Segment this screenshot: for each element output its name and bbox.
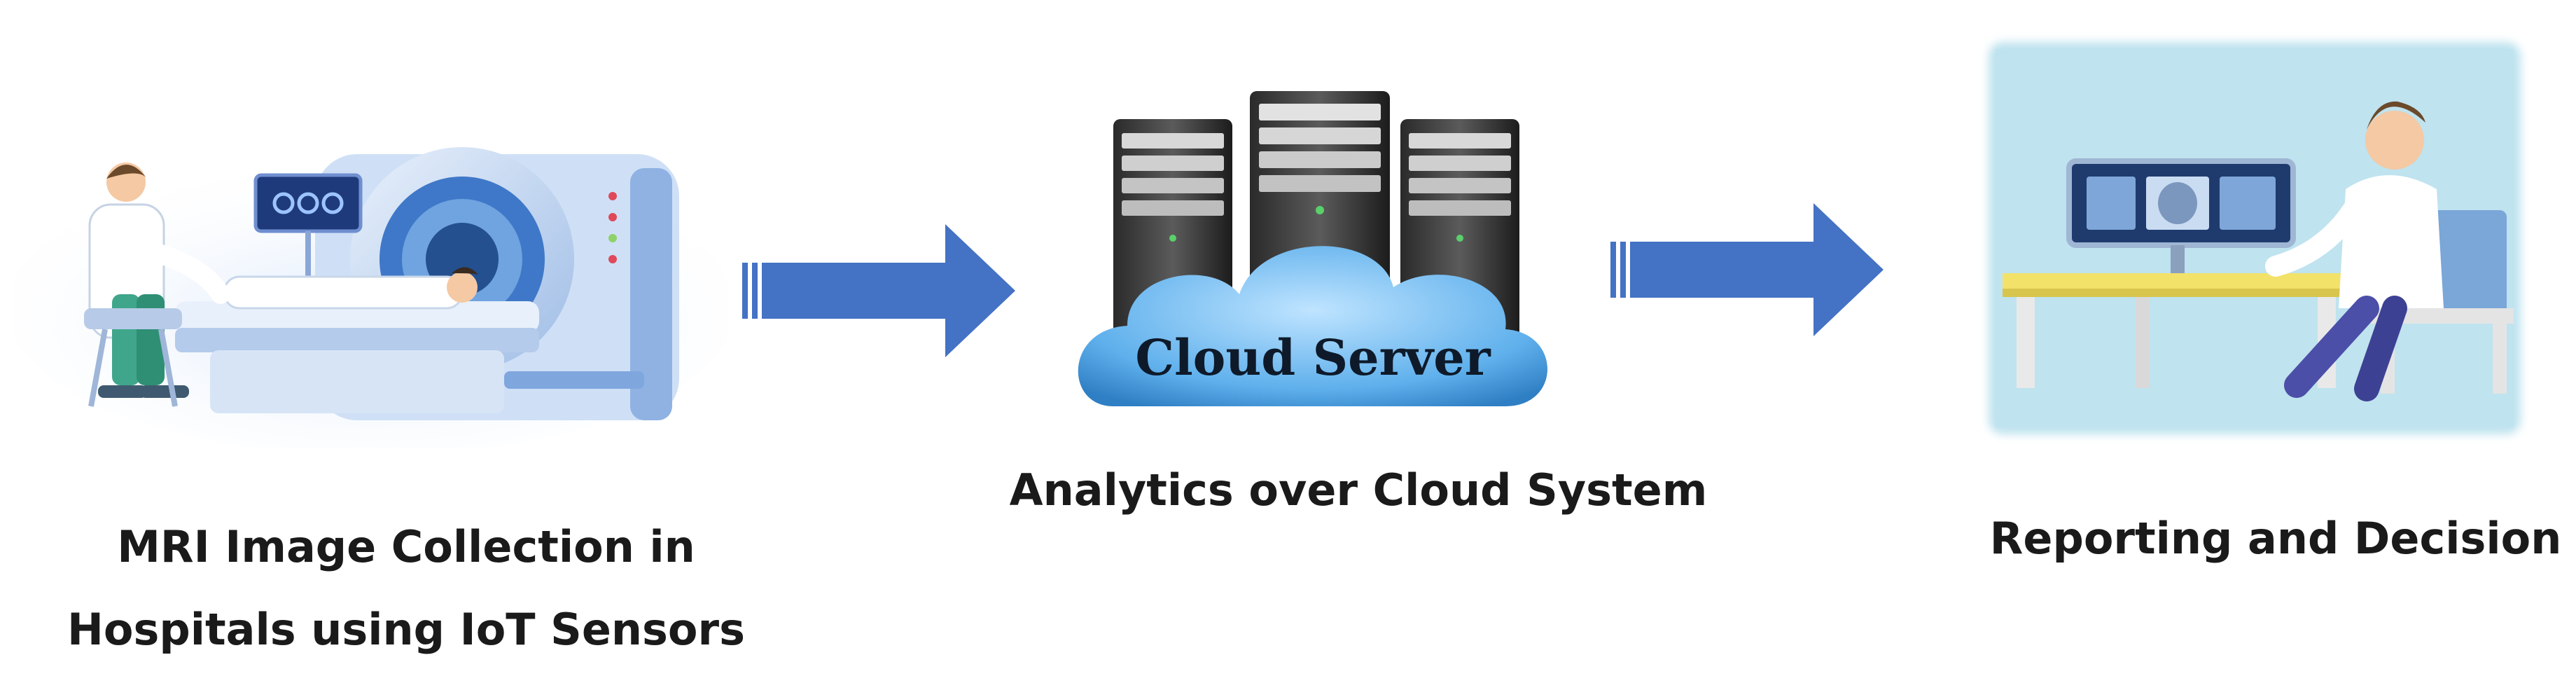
caption-line: Reporting and Decision (1989, 513, 2562, 564)
right-arrow-icon (1610, 203, 1891, 336)
mri-scanner-illustration (7, 140, 735, 455)
reporting-caption: Reporting and Decision (1954, 497, 2576, 580)
doctor-reviewing-scans-illustration (1975, 28, 2535, 448)
mri-collection-caption: MRI Image Collection in Hospitals using … (42, 506, 770, 671)
cloud-server-illustration: Cloud Server (1050, 77, 1575, 441)
cloud-server-label: Cloud Server (1135, 329, 1491, 387)
caption-line: Analytics over Cloud System (1009, 464, 1708, 516)
cloud-analytics-caption: Analytics over Cloud System (994, 452, 1722, 529)
caption-line: MRI Image Collection in (117, 521, 695, 572)
caption-line: Hospitals using IoT Sensors (67, 604, 745, 655)
right-arrow-icon (742, 224, 1022, 357)
